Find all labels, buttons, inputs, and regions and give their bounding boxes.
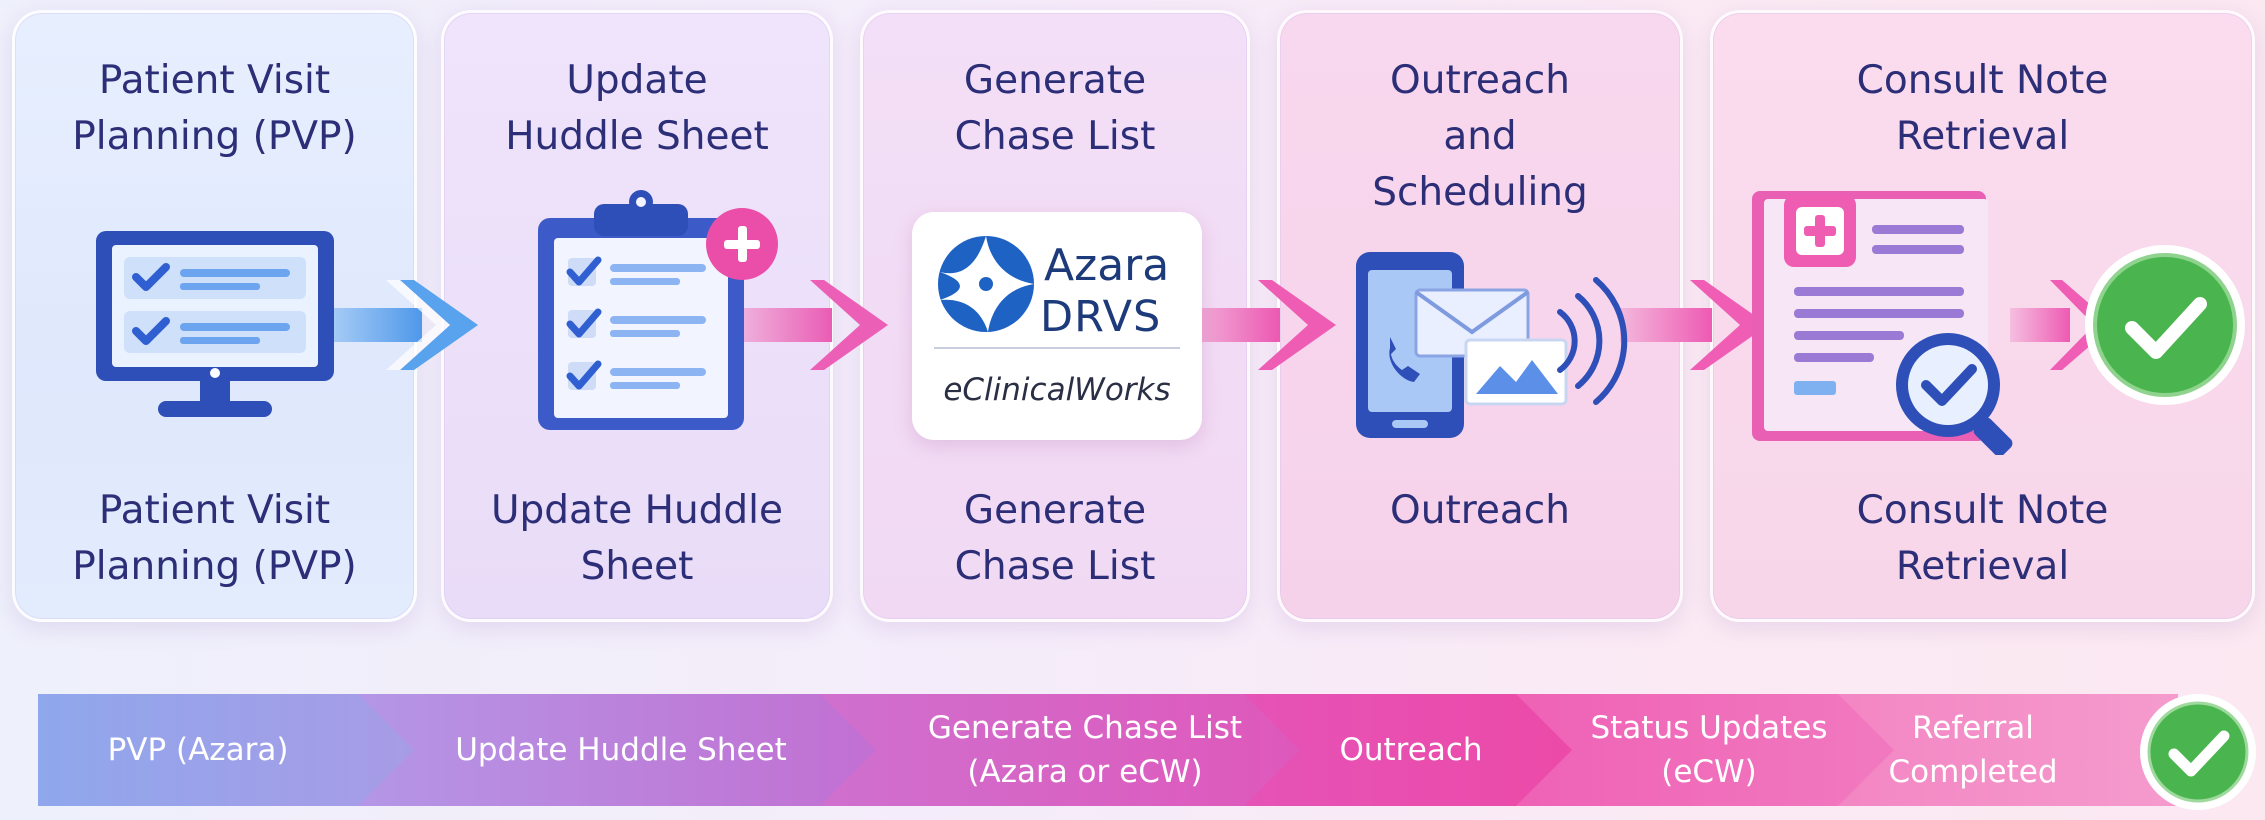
check-circle-icon <box>2085 245 2245 405</box>
process-step-status-updates: Status Updates (eCW) <box>1516 694 1896 806</box>
logo-azara-text: Azara <box>1044 240 1170 291</box>
stage-title-top: Generate Chase List <box>954 58 1156 159</box>
process-step-chase-list: Generate Chase List (Azara or eCW) <box>820 694 1340 806</box>
clipboard-checklist-icon <box>538 190 778 430</box>
process-bar: PVP (Azara) Update Huddle Sheet Generate… <box>38 694 2178 806</box>
logo-drvs-text: DRVS <box>1040 292 1162 342</box>
logo-divider <box>934 347 1180 349</box>
stage-title-top: Patient Visit Planning (PVP) <box>72 58 357 159</box>
process-step-huddle-sheet: Update Huddle Sheet <box>358 694 878 806</box>
stage-title-bottom: Outreach <box>1390 488 1570 533</box>
arrow-right-icon <box>330 280 478 370</box>
stage-title-bottom: Patient Visit Planning (PVP) <box>72 488 357 589</box>
stage-title-bottom: Update Huddle Sheet <box>490 488 784 589</box>
stage-title-top: Update Huddle Sheet <box>505 58 769 159</box>
document-search-icon <box>1752 191 2013 455</box>
monitor-checklist-icon <box>96 231 334 417</box>
process-step-pvp: PVP (Azara) <box>38 694 418 806</box>
process-step-referral-completed: Referral Completed <box>1838 694 2178 806</box>
arrow-right-icon <box>1188 280 1336 370</box>
stage-title-bottom: Consult Note Retrieval <box>1856 488 2109 589</box>
phone-mail-icon <box>1356 252 1628 438</box>
azara-globe-icon <box>938 236 1034 332</box>
stage-title-bottom: Generate Chase List <box>954 488 1156 589</box>
logo-ecw-text: eClinicalWorks <box>943 372 1171 408</box>
azara-drvs-ecw-logo: Azara DRVS eClinicalWorks <box>912 212 1202 440</box>
arrow-right-icon <box>740 280 888 370</box>
stage-title-top: Consult Note Retrieval <box>1856 58 2109 159</box>
stage-title-top: Outreach and Scheduling <box>1372 58 1588 215</box>
referral-complete-check-icon <box>2140 694 2256 810</box>
